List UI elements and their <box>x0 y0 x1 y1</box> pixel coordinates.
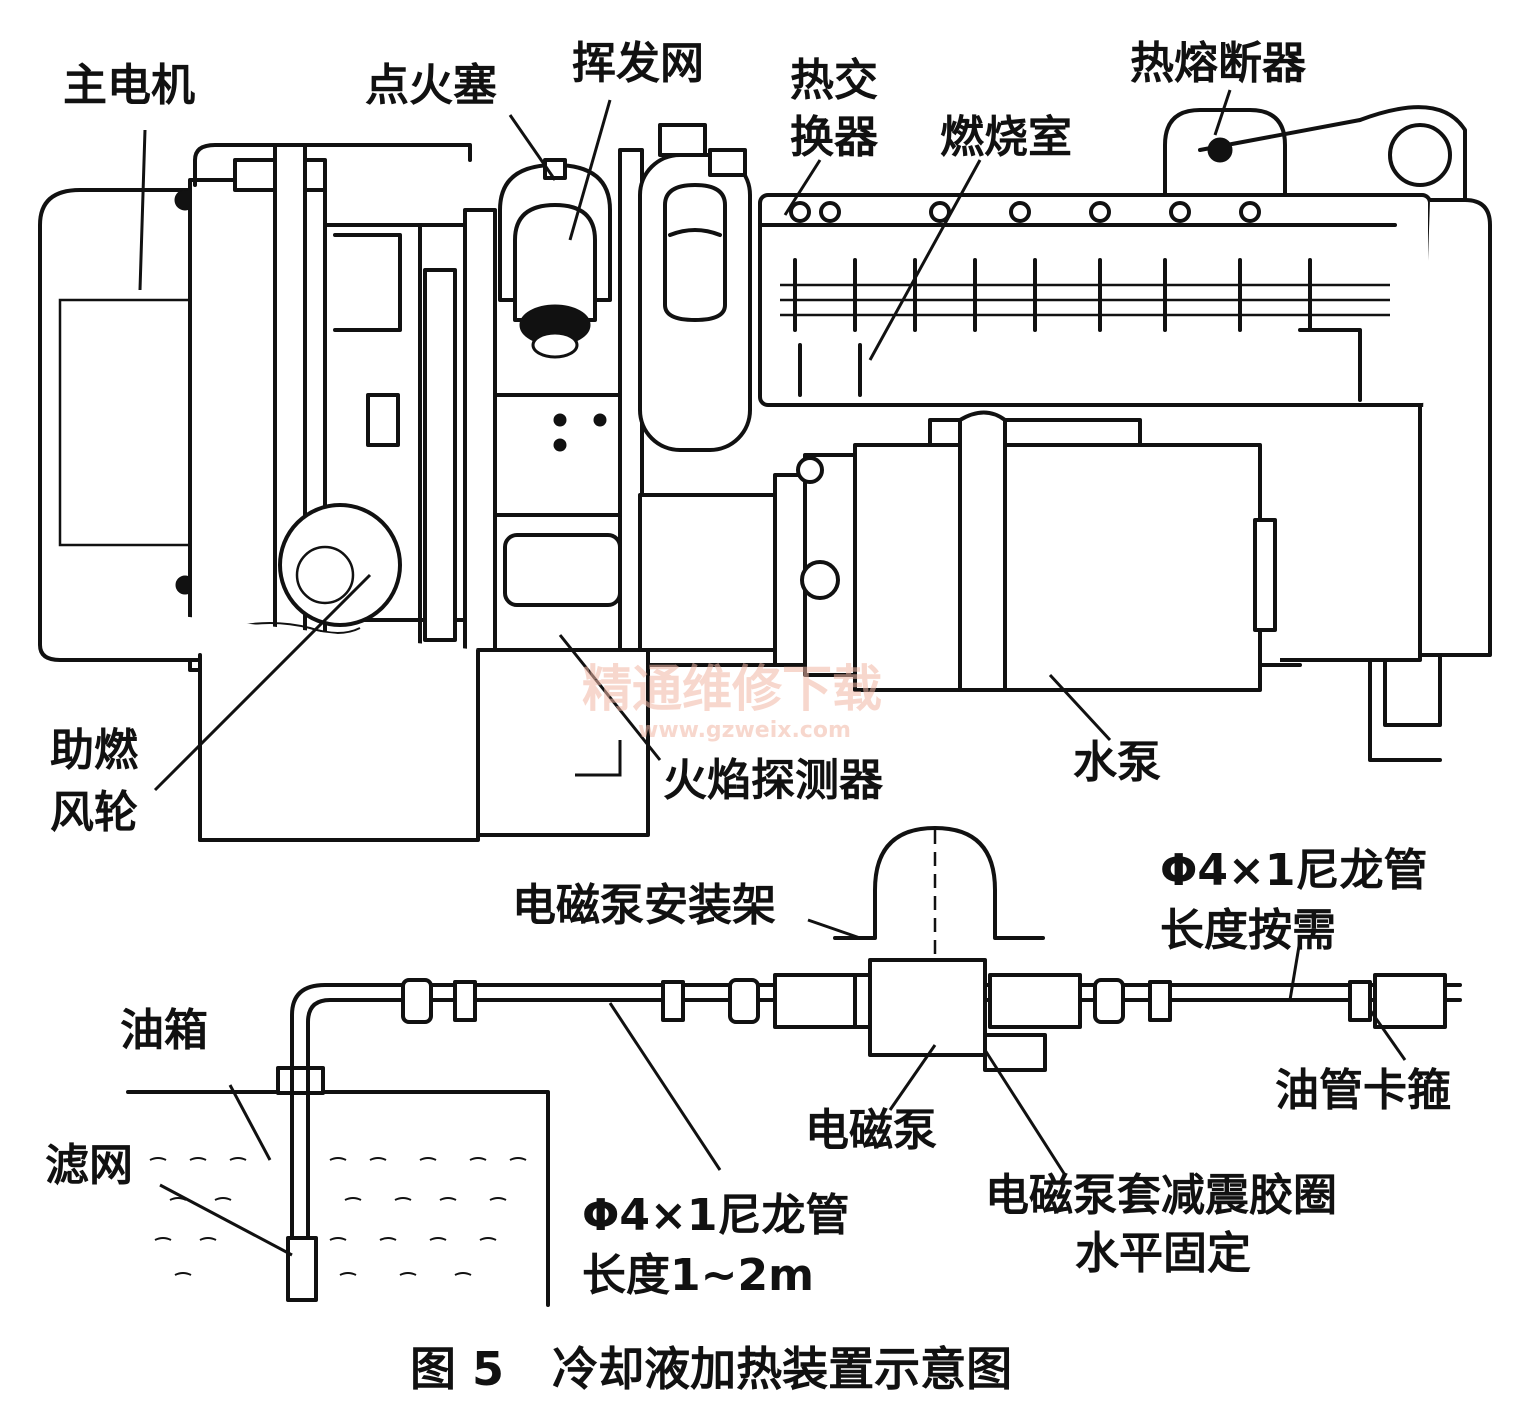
line-fittings <box>401 973 1447 1029</box>
fuel-tank <box>126 1066 550 1307</box>
label-hose-clamp: 油管卡箍 <box>1275 1065 1451 1116</box>
watermark-url: www.gzweix.com <box>638 718 851 743</box>
label-filter: 滤网 <box>45 1140 133 1191</box>
solenoid-pump <box>833 826 1047 1072</box>
label-solenoid-mount: 电磁泵安装架 <box>512 880 776 931</box>
thermal-fuse <box>1163 105 1467 217</box>
exchanger-fins <box>793 258 1312 332</box>
label-nylon-tube-left-1: Φ4×1尼龙管 <box>582 1190 850 1241</box>
label-thermal-fuse: 热熔断器 <box>1130 38 1307 89</box>
label-damper-1: 电磁泵套减震胶圈 <box>985 1170 1337 1221</box>
label-water-pump: 水泵 <box>1073 737 1161 788</box>
label-nylon-tube-right-1: Φ4×1尼龙管 <box>1160 845 1428 896</box>
label-vapor-mesh: 挥发网 <box>572 38 704 89</box>
label-solenoid-pump: 电磁泵 <box>805 1105 937 1156</box>
label-combustion-fan-2: 风轮 <box>50 787 138 838</box>
fuel-liquid <box>149 1157 527 1276</box>
lower-chassis <box>38 403 1422 842</box>
heater-assembly <box>38 105 1492 842</box>
heat-exchanger-body <box>758 193 1432 407</box>
leader-lines <box>159 918 1407 1257</box>
label-heat-exchanger-1: 热交 <box>790 55 878 106</box>
label-combustion-fan-1: 助燃 <box>50 725 139 776</box>
heat-exchanger-head <box>638 123 752 452</box>
fuel-system <box>126 826 1462 1307</box>
label-spark-plug: 点火塞 <box>365 60 497 111</box>
label-combustion-chamber: 燃烧室 <box>940 112 1072 163</box>
top-leader-lines <box>138 89 1232 792</box>
coolant-coil <box>789 201 1261 223</box>
label-nylon-tube-left-2: 长度1~2m <box>582 1250 814 1301</box>
label-fuel-tank: 油箱 <box>120 1005 208 1056</box>
suction-pipe <box>286 983 1462 1302</box>
water-pump-body <box>503 410 1277 692</box>
label-damper-2: 水平固定 <box>1075 1228 1251 1279</box>
label-flame-detector: 火焰探测器 <box>663 755 884 806</box>
watermark-text: 精通维修下载 <box>582 660 882 718</box>
label-heat-exchanger-2: 换器 <box>790 112 879 163</box>
label-nylon-tube-right-2: 长度按需 <box>1160 905 1336 956</box>
label-main-motor: 主电机 <box>63 60 195 111</box>
figure-caption: 图 5 冷却液加热装置示意图 <box>410 1342 1012 1396</box>
spark-plug-assembly <box>498 158 612 359</box>
